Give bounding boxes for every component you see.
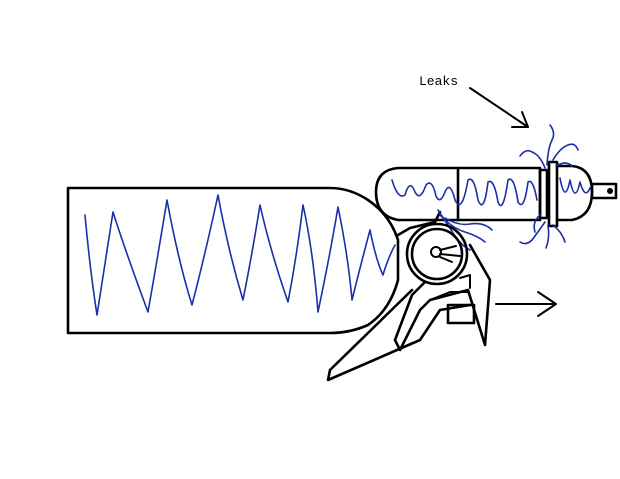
flange-plate-right	[547, 160, 559, 228]
nozzle	[590, 182, 618, 200]
leaks-label: Leaks	[419, 74, 458, 89]
endcap-gas-wave	[559, 177, 591, 194]
pressure-gauge-hub	[430, 246, 442, 258]
regulator-cylinder	[456, 166, 542, 222]
pressure-gauge-ticks	[439, 245, 461, 263]
valve-connector	[459, 274, 471, 289]
flange-plate-left	[538, 168, 549, 220]
valve-window	[446, 303, 476, 325]
pressure-gauge-outer	[405, 222, 469, 286]
tank-gas-wave	[84, 194, 396, 316]
valve-body	[393, 243, 492, 352]
gas-tank-outline	[66, 186, 400, 335]
regulator-chamber	[374, 166, 460, 222]
pressure-gauge-face	[410, 227, 464, 281]
output-arrow	[495, 291, 557, 317]
leaks-arrow	[469, 87, 529, 128]
handle-lever	[326, 288, 472, 382]
valve-inner	[429, 291, 469, 301]
regulator-gas-wave	[391, 178, 538, 207]
nozzle-hole	[607, 188, 613, 194]
tank-neck	[396, 210, 442, 237]
